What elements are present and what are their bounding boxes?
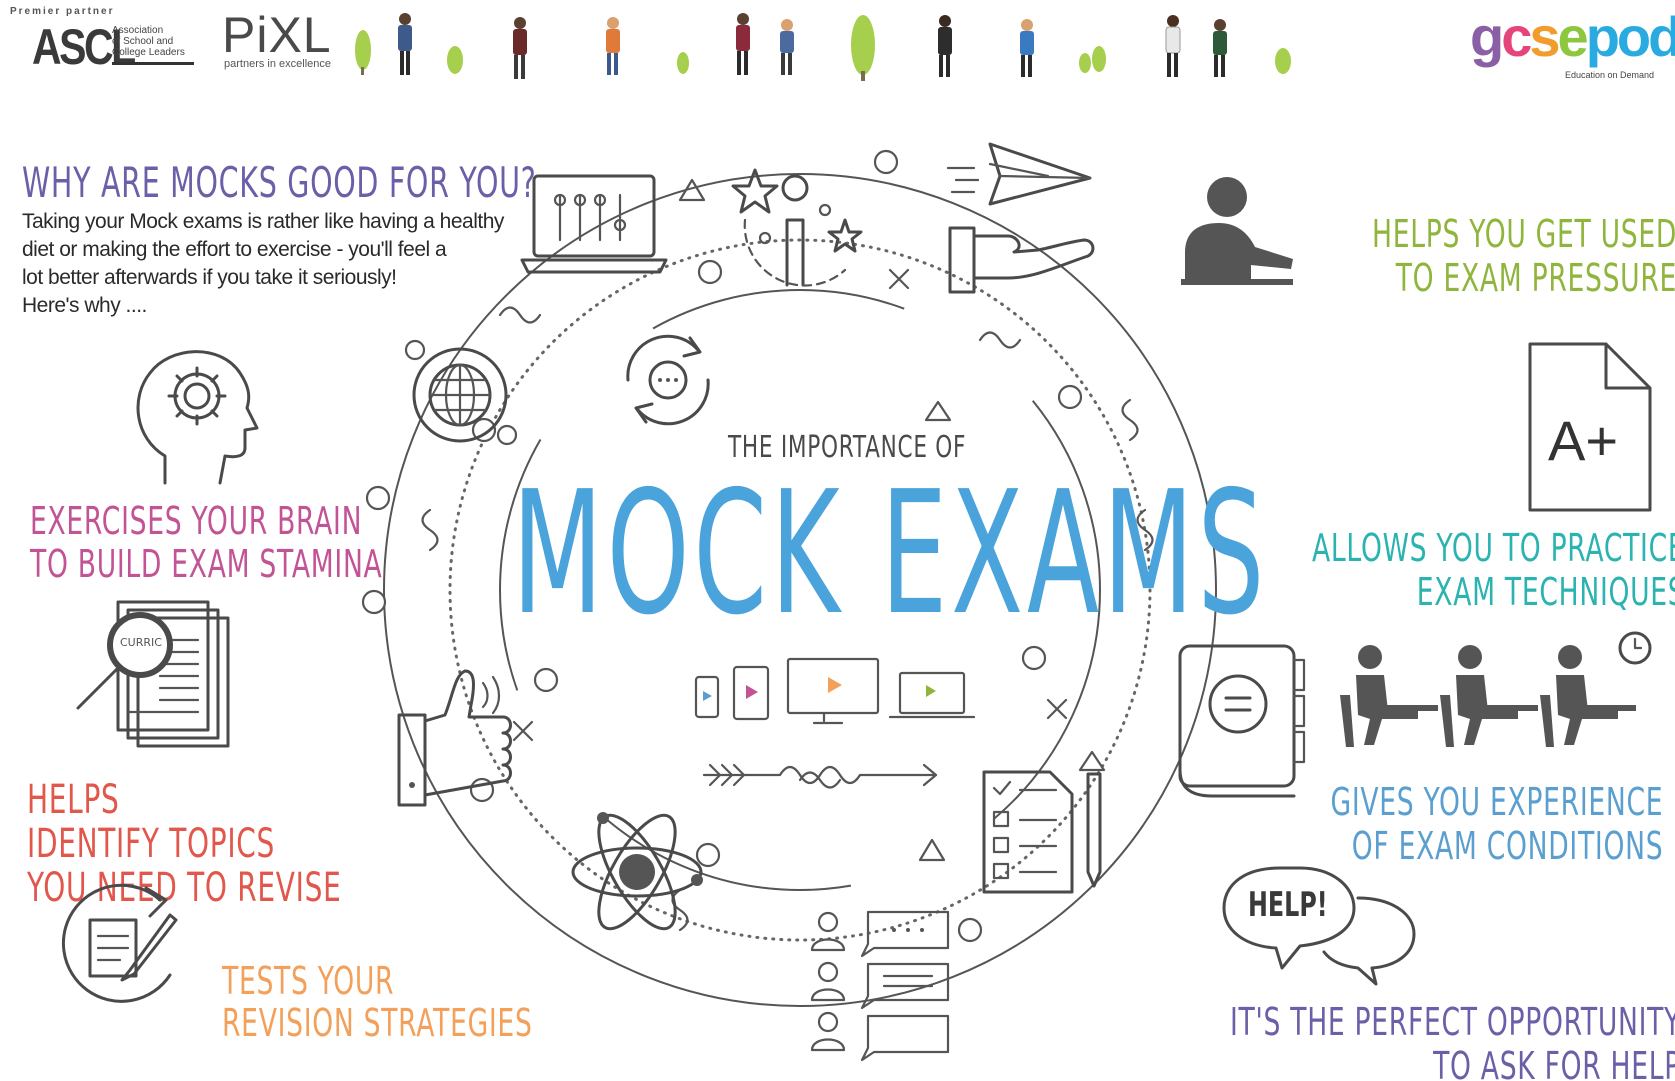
student-figure-icon [938,15,952,77]
help-speech-bubbles-icon [1222,866,1416,986]
globe-orbit-icon [404,339,518,446]
student-figure-icon [606,17,620,75]
progress-arrow-icon [702,763,938,787]
student-figure-icon [736,13,750,75]
devices-video-icon [694,657,976,725]
exam-hall-students-icon [1340,645,1636,747]
thumbs-up-icon [397,669,512,807]
atom-science-icon [571,812,703,931]
student-figure-icon [513,17,527,79]
curriculum-tab-label: CURRIC [120,636,162,649]
ascl-underline [112,62,194,65]
center-subtitle: THE IMPORTANCE OF [728,430,967,465]
gcsepod-logo: gcsepod [1470,5,1675,68]
benefit-ask-for-help: IT'S THE PERFECT OPPORTUNITY TO ASK FOR … [1230,1000,1675,1081]
student-figure-icon [1165,15,1181,77]
student-figure-icon [780,19,794,75]
help-bubble-label: HELP! [1248,885,1328,925]
book-icon [1178,644,1306,798]
ascl-logo: ASCL [32,19,136,75]
clock-icon [1618,631,1652,665]
tree-icon [677,52,689,74]
paper-plane-hand-icon [946,142,1095,294]
brain-gear-head-icon [136,350,259,485]
benefit-exam-conditions: GIVES YOU EXPERIENCE OF EXAM CONDITIONS [1330,780,1664,868]
person-writing-exam-icon [1181,177,1293,285]
laptop-settings-icon [520,174,668,274]
tree-icon [1079,46,1106,73]
sync-chat-icon [626,334,710,426]
tree-icon [447,46,463,74]
checklist-pencil-icon [982,770,1102,894]
ascl-description: Association of School and College Leader… [112,25,185,58]
student-figure-icon [1020,19,1034,77]
intro-title: WHY ARE MOCKS GOOD FOR YOU? [22,158,537,207]
grade-paper-icon: A+ [1528,342,1652,512]
stars-pencil-icon [731,168,863,287]
tree-icon [851,15,875,81]
pixl-tagline: partners in excellence [224,58,332,70]
intro-body: Taking your Mock exams is rather like ha… [22,210,504,317]
benefit-brain-stamina: EXERCISES YOUR BRAIN TO BUILD EXAM STAMI… [30,499,383,586]
students-banner-illustration [355,13,1291,81]
benefit-exam-pressure: HELPS YOU GET USED TO EXAM PRESSURE [1372,212,1675,300]
group-discussion-icon [810,910,950,1062]
revision-cycle-icon [61,883,178,1003]
premier-partner-label: Premier partner [10,6,115,17]
gcsepod-tagline: Education on Demand [1565,70,1655,80]
student-figure-icon [1213,19,1227,77]
magnifier-document-icon: CURRIC [76,600,230,748]
tree-icon [355,30,371,75]
pixl-logo: PiXL [222,7,332,63]
central-wheel-illustration [361,149,1217,1007]
center-title: MOCK EXAMS [512,455,1269,653]
benefit-revision-strategies: TESTS YOUR REVISION STRATEGIES [222,959,533,1045]
benefit-practice-techniques: ALLOWS YOU TO PRACTICE EXAM TECHNIQUES [1312,526,1675,614]
tree-icon [1275,48,1291,74]
student-figure-icon [398,13,412,75]
grade-label: A+ [1548,409,1618,472]
